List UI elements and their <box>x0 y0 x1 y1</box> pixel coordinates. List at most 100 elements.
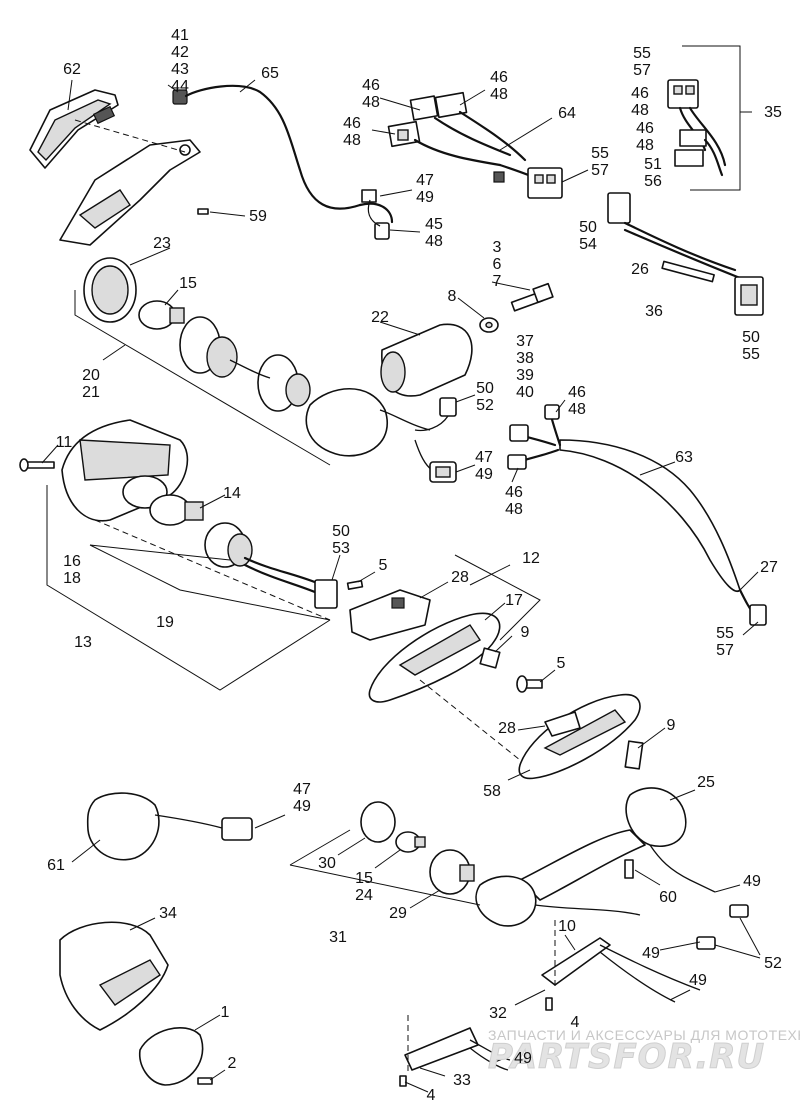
part-bullet-lens <box>305 388 431 457</box>
callout-number: 31 <box>329 929 347 946</box>
callout-c64: 64 <box>558 105 576 122</box>
part-58-lens <box>518 693 641 780</box>
part-64-harness <box>387 91 563 199</box>
callout-number: 49 <box>416 189 434 206</box>
callout-number: 50 <box>579 219 597 236</box>
part-9-nut-b <box>624 740 644 770</box>
callout-number: 15 <box>355 870 373 887</box>
callout-number: 25 <box>697 774 715 791</box>
callout-number: 18 <box>63 570 81 587</box>
callout-number: 2 <box>228 1055 237 1072</box>
callout-number: 63 <box>675 449 693 466</box>
callout-c25: 25 <box>697 774 715 791</box>
callout-number: 45 <box>425 216 443 233</box>
part-15-bulb-b <box>395 831 426 853</box>
part-25-turn-signal <box>475 787 716 927</box>
part-52-connectors <box>696 904 749 950</box>
callout-number: 15 <box>179 275 197 292</box>
callout-number: 51 <box>644 156 662 173</box>
callout-c27: 27 <box>760 559 778 576</box>
callout-number: 28 <box>451 569 469 586</box>
callout-number: 30 <box>318 855 336 872</box>
bracket-31 <box>289 829 481 906</box>
callout-number: 33 <box>453 1072 471 1089</box>
callout-number: 9 <box>667 717 676 734</box>
part-8-washer <box>479 317 499 333</box>
callout-number: 49 <box>689 972 707 989</box>
callout-number: 52 <box>476 397 494 414</box>
part-36-strip <box>661 260 715 283</box>
callout-number: 50 <box>476 380 494 397</box>
callout-c31: 31 <box>329 929 347 946</box>
part-28-plate-b <box>544 711 581 737</box>
part-33-plate <box>404 1027 511 1071</box>
callout-number: 17 <box>505 592 523 609</box>
callout-c35: 35 <box>764 104 782 121</box>
callout-c29: 29 <box>389 905 407 922</box>
dash-guide-17 <box>419 679 521 761</box>
callout-number: 48 <box>490 86 508 103</box>
part-28-plate-a <box>349 589 431 641</box>
part-61-bullet <box>86 792 253 861</box>
part-29-socket <box>429 849 475 895</box>
callout-number: 49 <box>514 1050 532 1067</box>
callout-number: 48 <box>631 102 649 119</box>
part-65-harness <box>172 84 394 240</box>
watermark-tagline: ЗАПЧАСТИ И АКСЕССУАРЫ ДЛЯ МОТОТЕХНИКИ <box>488 1027 800 1043</box>
part-59-screw <box>197 208 246 217</box>
callout-number: 49 <box>743 873 761 890</box>
callout-number: 46 <box>362 77 380 94</box>
callout-c15a: 15 <box>179 275 197 292</box>
callout-c49c: 49 <box>689 972 707 989</box>
callout-number: 46 <box>505 484 523 501</box>
callout-number: 22 <box>371 309 389 326</box>
callout-number: 46 <box>490 69 508 86</box>
callout-c8: 8 <box>448 288 457 305</box>
callout-number: 6 <box>493 256 502 273</box>
callout-number: 10 <box>558 918 576 935</box>
callout-number: 35 <box>764 104 782 121</box>
callout-number: 29 <box>389 905 407 922</box>
callout-c49d: 49 <box>514 1050 532 1067</box>
callout-number: 55 <box>742 346 760 363</box>
dash-guide-bottom <box>407 920 556 1075</box>
callout-c52: 52 <box>764 955 782 972</box>
callout-number: 48 <box>636 137 654 154</box>
part-34-housing <box>59 921 169 1031</box>
callout-number: 47 <box>416 172 434 189</box>
part-15-bulb <box>138 300 185 330</box>
watermark-brand: PARTSFOR.RU <box>488 1037 765 1077</box>
callout-c4b: 4 <box>427 1087 436 1104</box>
callout-number: 47 <box>475 449 493 466</box>
callout-number: 47 <box>293 781 311 798</box>
callout-number: 49 <box>475 466 493 483</box>
callout-number: 24 <box>355 887 373 904</box>
callout-number: 11 <box>56 434 73 451</box>
part-62-lamp-strip <box>29 89 119 169</box>
part-10-bracket <box>541 937 701 1003</box>
callout-number: 48 <box>362 94 380 111</box>
callout-number: 57 <box>716 642 734 659</box>
callout-c19: 19 <box>156 614 174 631</box>
callout-c13: 13 <box>74 634 92 651</box>
callout-c5b: 5 <box>557 655 566 672</box>
part-2-screw <box>197 1077 213 1085</box>
callout-number: 7 <box>493 273 502 290</box>
callout-c23: 23 <box>153 235 171 252</box>
callout-number: 34 <box>159 905 177 922</box>
bracket-35 <box>682 45 741 191</box>
callout-number: 52 <box>764 955 782 972</box>
callout-number: 53 <box>332 540 350 557</box>
callout-number: 8 <box>448 288 457 305</box>
